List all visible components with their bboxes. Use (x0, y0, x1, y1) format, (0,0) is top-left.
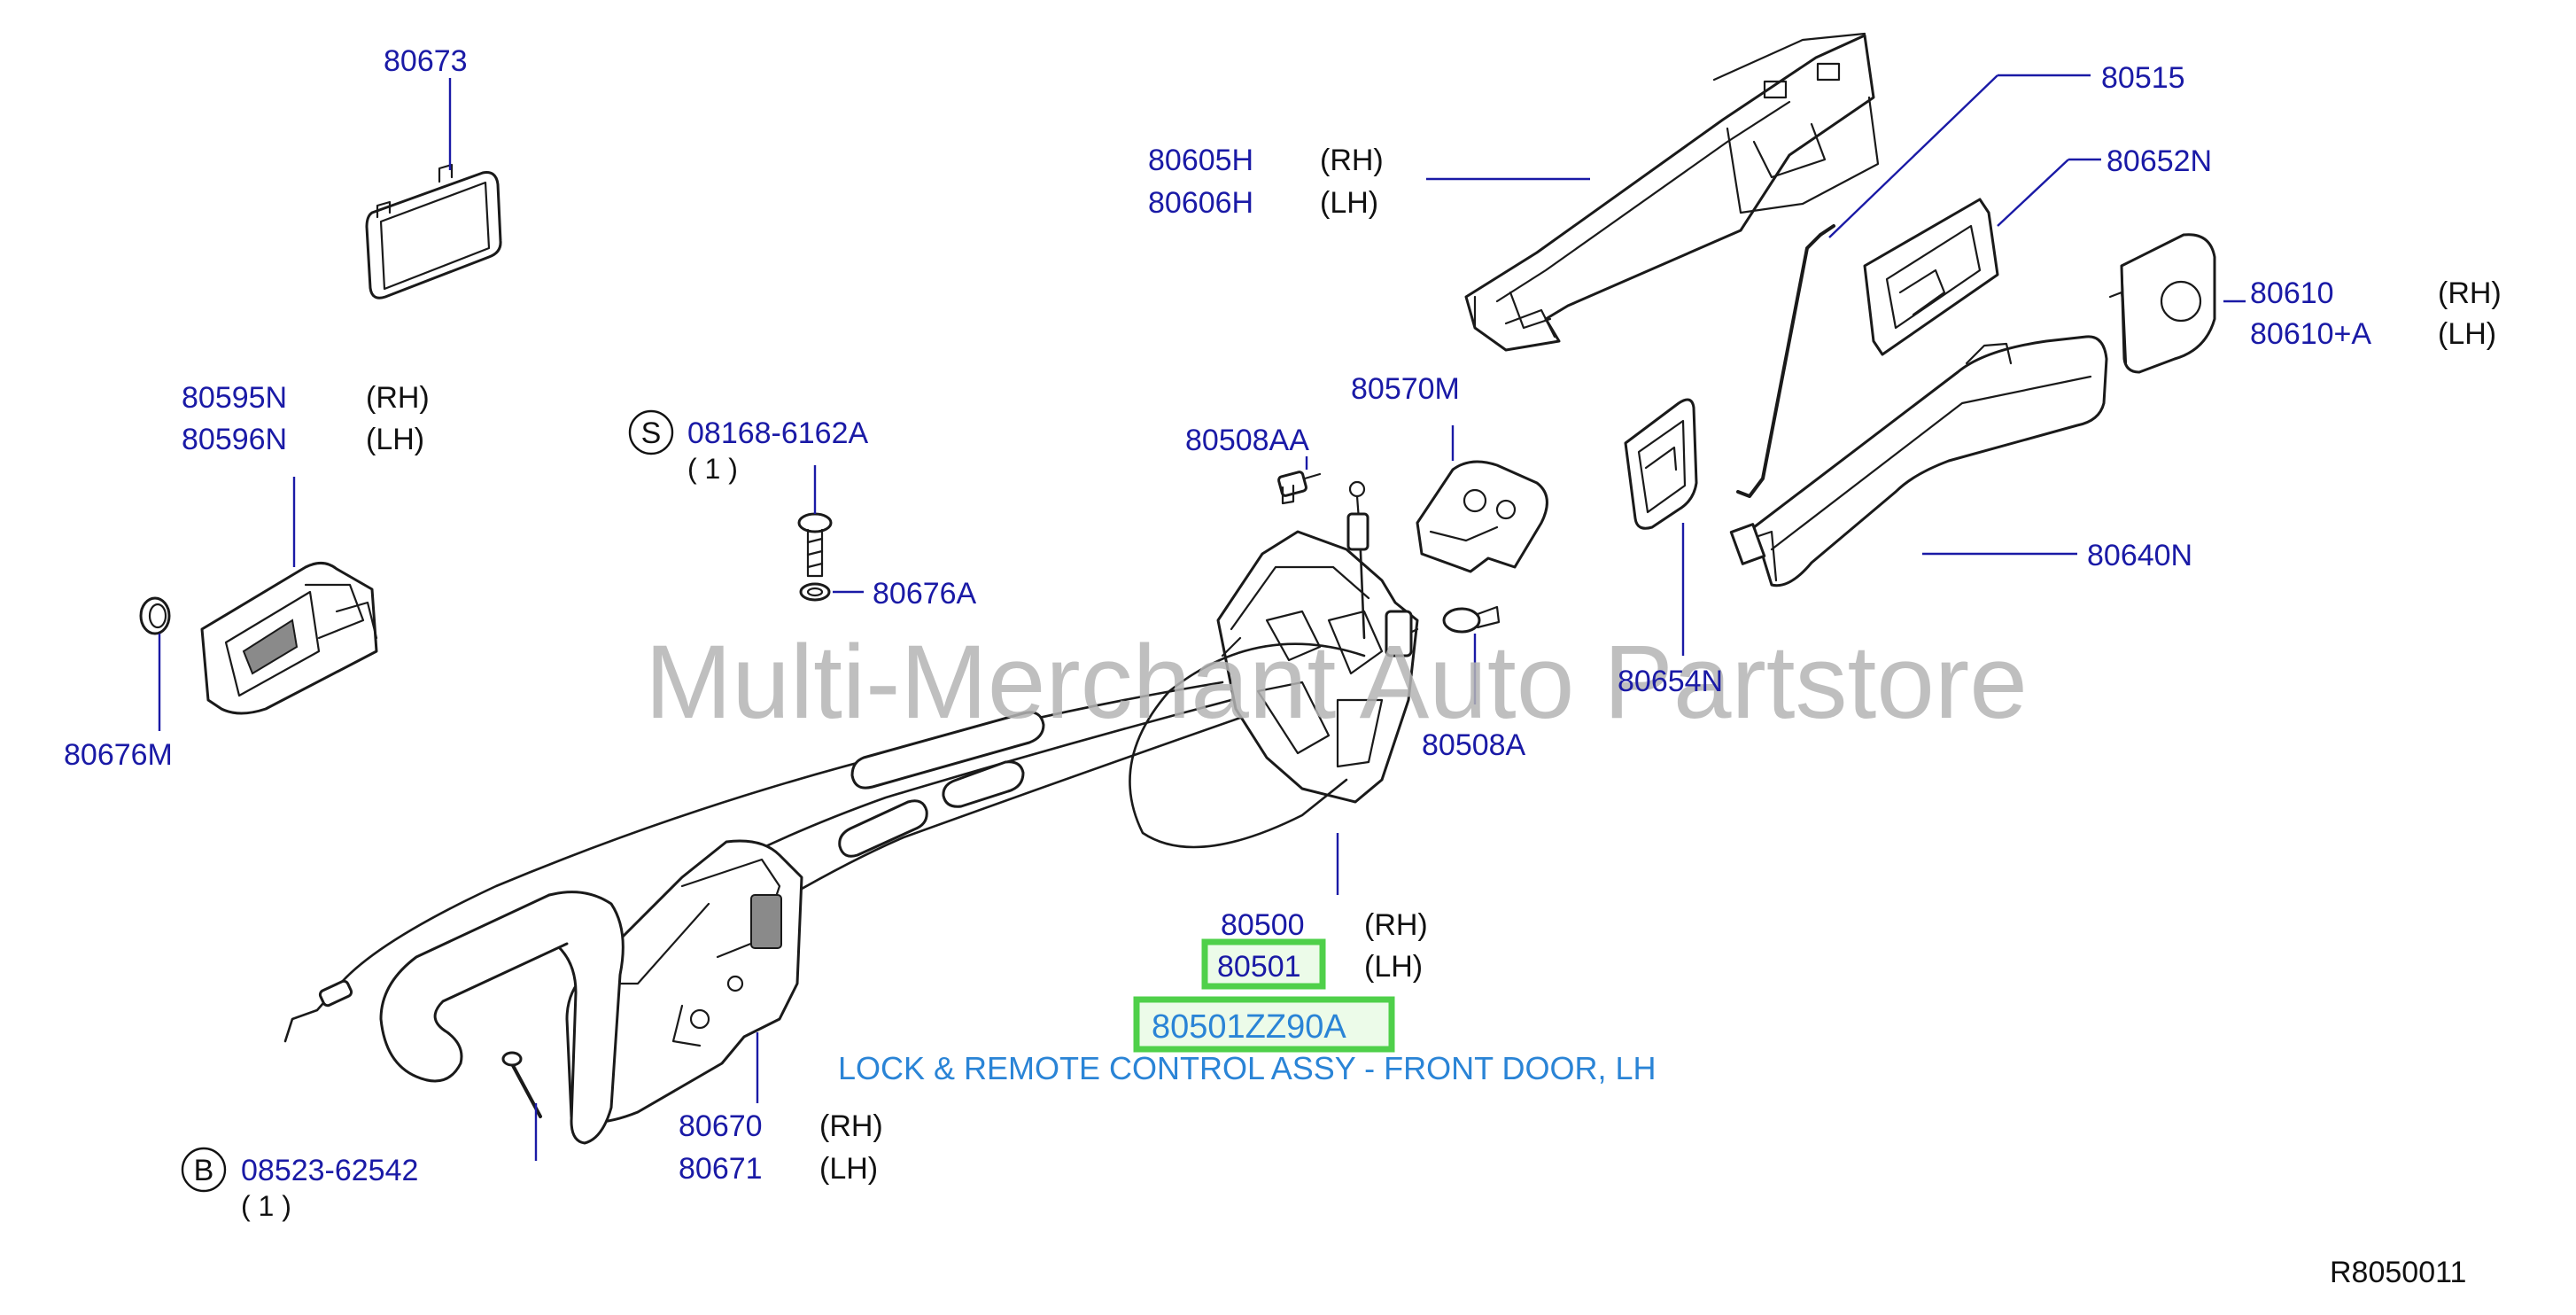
label-80671-side: (LH) (819, 1152, 878, 1186)
watermark: Multi-Merchant Auto Partstore (645, 624, 2028, 741)
label-80596n-side: (LH) (366, 423, 424, 456)
label-80508aa[interactable]: 80508AA (1185, 424, 1309, 457)
bracket-80570m-drawing (1416, 460, 1548, 573)
label-80610-side: (RH) (2438, 276, 2502, 310)
clip-80676m-drawing (139, 596, 171, 635)
label-80606h-side: (LH) (1320, 186, 1378, 220)
label-80610[interactable]: 80610 (2250, 276, 2334, 310)
outside-handle-80640n-drawing (1729, 335, 2108, 587)
label-80501-highlight (1201, 938, 1326, 990)
b-marker-letter: B (194, 1154, 214, 1187)
label-80508a[interactable]: 80508A (1422, 728, 1526, 762)
escutcheon-80654n-drawing (1624, 398, 1698, 530)
label-80570m[interactable]: 80570M (1351, 372, 1460, 406)
label-08523-qty: ( 1 ) (241, 1190, 291, 1222)
label-80606h[interactable]: 80606H (1148, 186, 1253, 220)
lock-cable-loop-drawing (1129, 480, 1369, 849)
inside-handle-80670-drawing (379, 839, 803, 1145)
selected-part-highlight (1133, 996, 1395, 1053)
leader-lines (158, 74, 2246, 1161)
label-80610a[interactable]: 80610+A (2250, 317, 2371, 351)
label-80610a-side: (LH) (2438, 317, 2496, 351)
inside-handle-80595n-drawing (200, 562, 378, 715)
label-08523-62542[interactable]: 08523-62542 (241, 1154, 418, 1187)
label-80670-side: (RH) (819, 1109, 883, 1143)
gasket-80652n-drawing (1863, 198, 1999, 356)
label-80670[interactable]: 80670 (679, 1109, 763, 1143)
label-80654n[interactable]: 80654N (1618, 665, 1723, 698)
label-80676m[interactable]: 80676M (64, 738, 173, 772)
label-80676a[interactable]: 80676A (873, 577, 977, 611)
cap-80673-drawing (365, 163, 502, 300)
label-80673[interactable]: 80673 (384, 44, 468, 78)
label-80595n[interactable]: 80595N (182, 381, 287, 415)
handle-frame-80605h-drawing (1464, 32, 1880, 352)
rod-80515-drawing (1736, 224, 1835, 498)
screw-80508a-drawing (1442, 605, 1501, 634)
label-80515[interactable]: 80515 (2101, 61, 2185, 95)
label-80652n[interactable]: 80652N (2107, 144, 2212, 178)
label-80501-side: (LH) (1364, 950, 1423, 984)
label-80501[interactable]: 80501 (1217, 950, 1301, 984)
label-08168-qty: ( 1 ) (687, 453, 738, 485)
screw-80508aa-drawing (1277, 471, 1322, 505)
label-80605h[interactable]: 80605H (1148, 144, 1253, 177)
label-80500[interactable]: 80500 (1221, 908, 1305, 942)
label-80595n-side: (RH) (366, 381, 430, 415)
label-08168-6162a[interactable]: 08168-6162A (687, 416, 869, 450)
inside-cables-drawing (283, 681, 1242, 1043)
diagram-code: R8050011 (2330, 1256, 2466, 1289)
door-lock-80500-drawing (1216, 530, 1419, 804)
s-marker: S (628, 409, 674, 455)
selected-part-number[interactable]: 80501ZZ90A (1152, 1008, 1346, 1046)
label-80671[interactable]: 80671 (679, 1152, 763, 1186)
label-80640n[interactable]: 80640N (2087, 539, 2192, 572)
s-marker-letter: S (641, 416, 662, 450)
label-80500-side: (RH) (1364, 908, 1428, 942)
b-marker: B (181, 1147, 227, 1193)
label-80605h-side: (RH) (1320, 144, 1384, 177)
cylinder-cover-80610-drawing (2108, 233, 2216, 374)
screw-08168-drawing (797, 512, 833, 602)
label-80596n[interactable]: 80596N (182, 423, 287, 456)
selected-part-description: LOCK & REMOTE CONTROL ASSY - FRONT DOOR,… (838, 1050, 1656, 1086)
